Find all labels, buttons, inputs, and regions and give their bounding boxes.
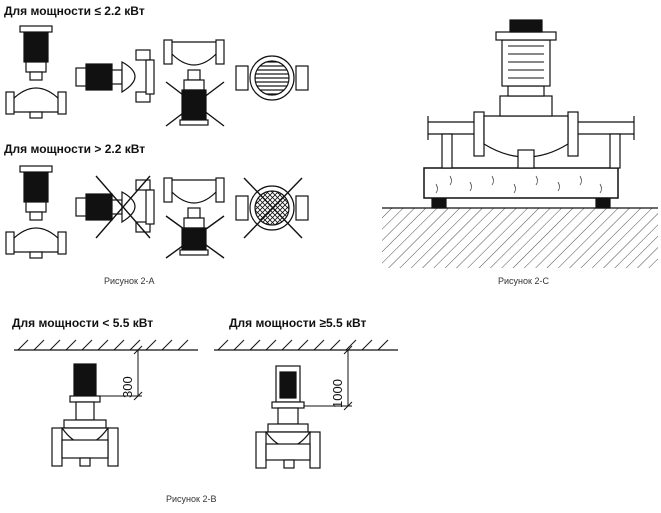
- pump-top-view-crossed: [235, 177, 309, 239]
- ceiling-right: [214, 339, 398, 351]
- label-power-ge-5-5kw: Для мощности ≥5.5 кВт: [229, 316, 367, 330]
- dimension-1000-label: 1000: [330, 379, 345, 408]
- label-power-gt-2-2kw: Для мощности > 2.2 кВт: [4, 142, 146, 156]
- dimension-300-label: 300: [120, 376, 135, 398]
- caption-figure-2a: Рисунок 2-А: [104, 276, 155, 286]
- ceiling-left: [14, 339, 198, 351]
- label-power-lt-5-5kw: Для мощности < 5.5 кВт: [12, 316, 154, 330]
- pump-small-ceiling: [51, 363, 119, 467]
- pump-horizontal-motor-allowed: [75, 49, 155, 103]
- pump-large-ceiling: [255, 365, 321, 469]
- pump-inverted-crossed: [163, 39, 225, 127]
- dimension-300: [98, 345, 143, 401]
- label-power-le-2-2kw: Для мощности ≤ 2.2 кВт: [4, 4, 145, 18]
- caption-figure-2b: Рисунок 2-B: [166, 494, 217, 504]
- pump-vertical-allowed: [5, 25, 67, 119]
- pump-vertical-allowed-large: [5, 165, 67, 259]
- pump-inverted-crossed-large: [163, 177, 225, 259]
- caption-figure-2c: Рисунок 2-C: [498, 276, 549, 286]
- pump-top-view: [235, 55, 309, 101]
- dimension-1000: [302, 345, 353, 411]
- foundation-diagram: [382, 19, 658, 268]
- pump-horizontal-motor-crossed: [75, 175, 155, 239]
